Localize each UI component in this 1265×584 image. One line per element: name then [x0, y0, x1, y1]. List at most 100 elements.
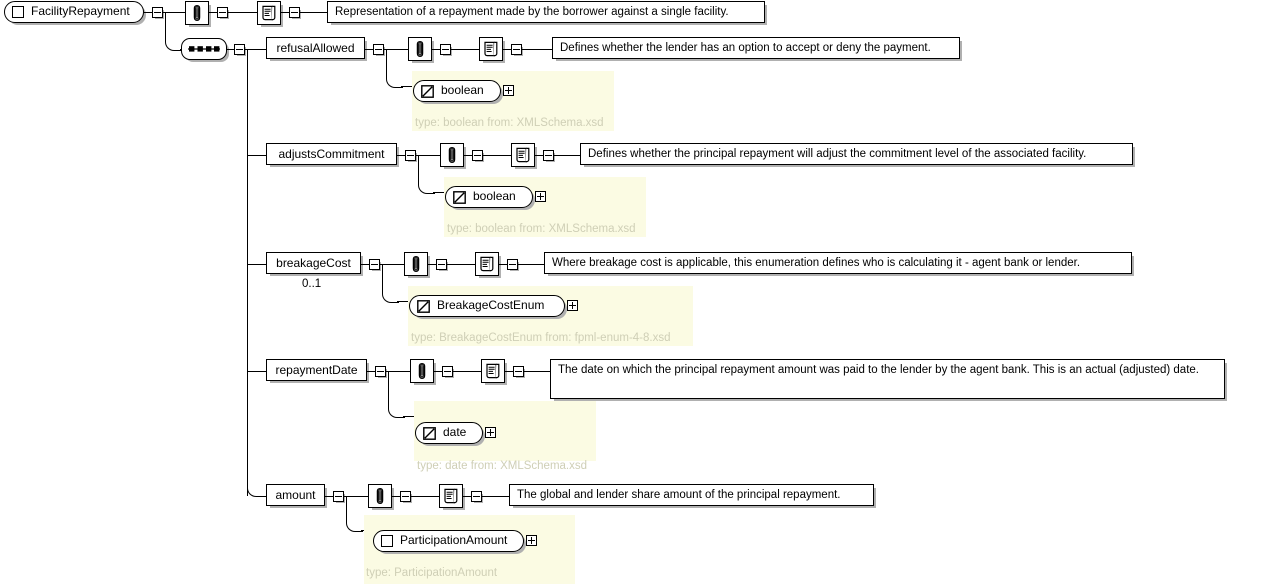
type-node-repaymentDate[interactable]: date — [415, 422, 483, 444]
connector-line — [209, 12, 217, 13]
type-expander-adjustsCommitment[interactable] — [535, 191, 546, 202]
root-expander-toggle[interactable] — [152, 7, 163, 18]
type-caption-repaymentDate: type: date from: XMLSchema.xsd — [417, 460, 588, 472]
annotation-expander-amount[interactable] — [400, 491, 411, 502]
expander-breakageCost[interactable] — [369, 259, 380, 270]
type-label: boolean — [473, 189, 516, 203]
annotation-paperclip-icon[interactable] — [410, 359, 434, 383]
expander-refusalAllowed[interactable] — [373, 44, 384, 55]
type-node-refusalAllowed[interactable]: boolean — [413, 80, 501, 102]
simple-type-icon — [453, 190, 466, 204]
element-node-amount[interactable]: amount — [266, 484, 325, 506]
annotation-paperclip-icon[interactable] — [408, 37, 432, 61]
connector-line — [428, 264, 436, 265]
connector-line — [392, 496, 400, 497]
documentation-expander-repaymentDate[interactable] — [513, 366, 524, 377]
documentation-expander-breakageCost[interactable] — [507, 259, 518, 270]
connector-line — [499, 264, 507, 265]
expander-adjustsCommitment[interactable] — [405, 150, 416, 161]
connector-line — [245, 49, 267, 50]
type-label: boolean — [441, 83, 484, 97]
type-expander-refusalAllowed[interactable] — [503, 85, 514, 96]
connector-line — [411, 496, 439, 497]
annotation-paperclip-icon[interactable] — [185, 1, 209, 25]
connector-line — [281, 12, 289, 13]
documentation-scroll-icon[interactable] — [481, 359, 505, 383]
documentation-scroll-icon[interactable] — [511, 143, 535, 167]
connector-line — [535, 155, 543, 156]
connector-line — [503, 49, 511, 50]
connector-line — [227, 49, 234, 50]
connector-line — [522, 49, 552, 50]
documentation-expander-refusalAllowed[interactable] — [511, 44, 522, 55]
connector-line — [384, 49, 408, 50]
documentation-scroll-icon[interactable] — [479, 37, 503, 61]
annotation-expander-adjustsCommitment[interactable] — [472, 150, 483, 161]
type-node-breakageCost[interactable]: BreakageCostEnum — [409, 295, 565, 317]
documentation-scroll-icon[interactable] — [475, 252, 499, 276]
connector-line — [300, 12, 327, 13]
type-label: date — [443, 425, 467, 439]
connector-line — [386, 371, 410, 372]
connector-line — [554, 155, 580, 156]
annotation-paperclip-icon[interactable] — [404, 252, 428, 276]
type-node-amount[interactable]: ParticipationAmount — [373, 530, 524, 552]
expander-repaymentDate[interactable] — [375, 366, 386, 377]
element-node-breakageCost[interactable]: breakageCost — [266, 252, 361, 274]
documentation-text-breakageCost: Where breakage cost is applicable, this … — [544, 252, 1132, 274]
documentation-expander-adjustsCommitment[interactable] — [543, 150, 554, 161]
connector-line — [401, 86, 413, 87]
type-expander-breakageCost[interactable] — [567, 300, 578, 311]
element-label: adjustsCommitment — [278, 147, 385, 161]
sequence-compositor-node[interactable] — [181, 38, 227, 60]
element-node-repaymentDate[interactable]: repaymentDate — [266, 359, 367, 381]
simple-type-icon — [423, 426, 436, 440]
documentation-scroll-icon[interactable] — [257, 1, 281, 25]
annotation-paperclip-icon[interactable] — [440, 143, 464, 167]
type-node-adjustsCommitment[interactable]: boolean — [445, 186, 533, 208]
connector-line — [518, 264, 544, 265]
connector-line — [247, 371, 267, 372]
connector-line — [418, 155, 419, 185]
connector-line — [397, 155, 405, 156]
type-expander-amount[interactable] — [526, 535, 537, 546]
connector-line — [434, 371, 442, 372]
element-node-refusalAllowed[interactable]: refusalAllowed — [266, 37, 365, 59]
connector-line — [344, 496, 368, 497]
connector-line — [247, 264, 267, 265]
connector-line — [144, 12, 152, 13]
connector-line — [464, 155, 472, 156]
documentation-scroll-icon[interactable] — [439, 484, 463, 508]
documentation-text-refusalAllowed: Defines whether the lender has an option… — [552, 37, 960, 59]
connector-line — [432, 49, 440, 50]
connector-line — [397, 301, 409, 302]
connector-elbow — [165, 33, 182, 51]
documentation-expander-amount[interactable] — [471, 491, 482, 502]
annotation-expander-repaymentDate[interactable] — [442, 366, 453, 377]
root-element-node[interactable]: FacilityRepayment — [4, 1, 144, 23]
connector-elbow — [247, 480, 268, 497]
root-annotation-expander[interactable] — [217, 7, 228, 18]
connector-elbow — [388, 400, 405, 418]
expander-amount[interactable] — [333, 491, 344, 502]
element-node-adjustsCommitment[interactable]: adjustsCommitment — [266, 143, 397, 165]
root-element-label: FacilityRepayment — [31, 4, 130, 18]
type-expander-repaymentDate[interactable] — [485, 427, 496, 438]
connector-line — [416, 155, 440, 156]
sequence-expander-toggle[interactable] — [234, 44, 245, 55]
connector-line — [453, 371, 481, 372]
annotation-expander-breakageCost[interactable] — [436, 259, 447, 270]
root-documentation-expander[interactable] — [289, 7, 300, 18]
root-documentation-text: Representation of a repayment made by th… — [327, 1, 765, 23]
connector-line — [505, 371, 513, 372]
annotation-expander-refusalAllowed[interactable] — [440, 44, 451, 55]
annotation-paperclip-icon[interactable] — [368, 484, 392, 508]
connector-line — [228, 12, 257, 13]
documentation-text-amount: The global and lender share amount of th… — [509, 484, 874, 506]
connector-trunk-line — [247, 49, 248, 496]
connector-line — [524, 371, 550, 372]
connector-line — [433, 192, 445, 193]
simple-type-icon — [417, 299, 430, 313]
connector-line — [380, 264, 404, 265]
